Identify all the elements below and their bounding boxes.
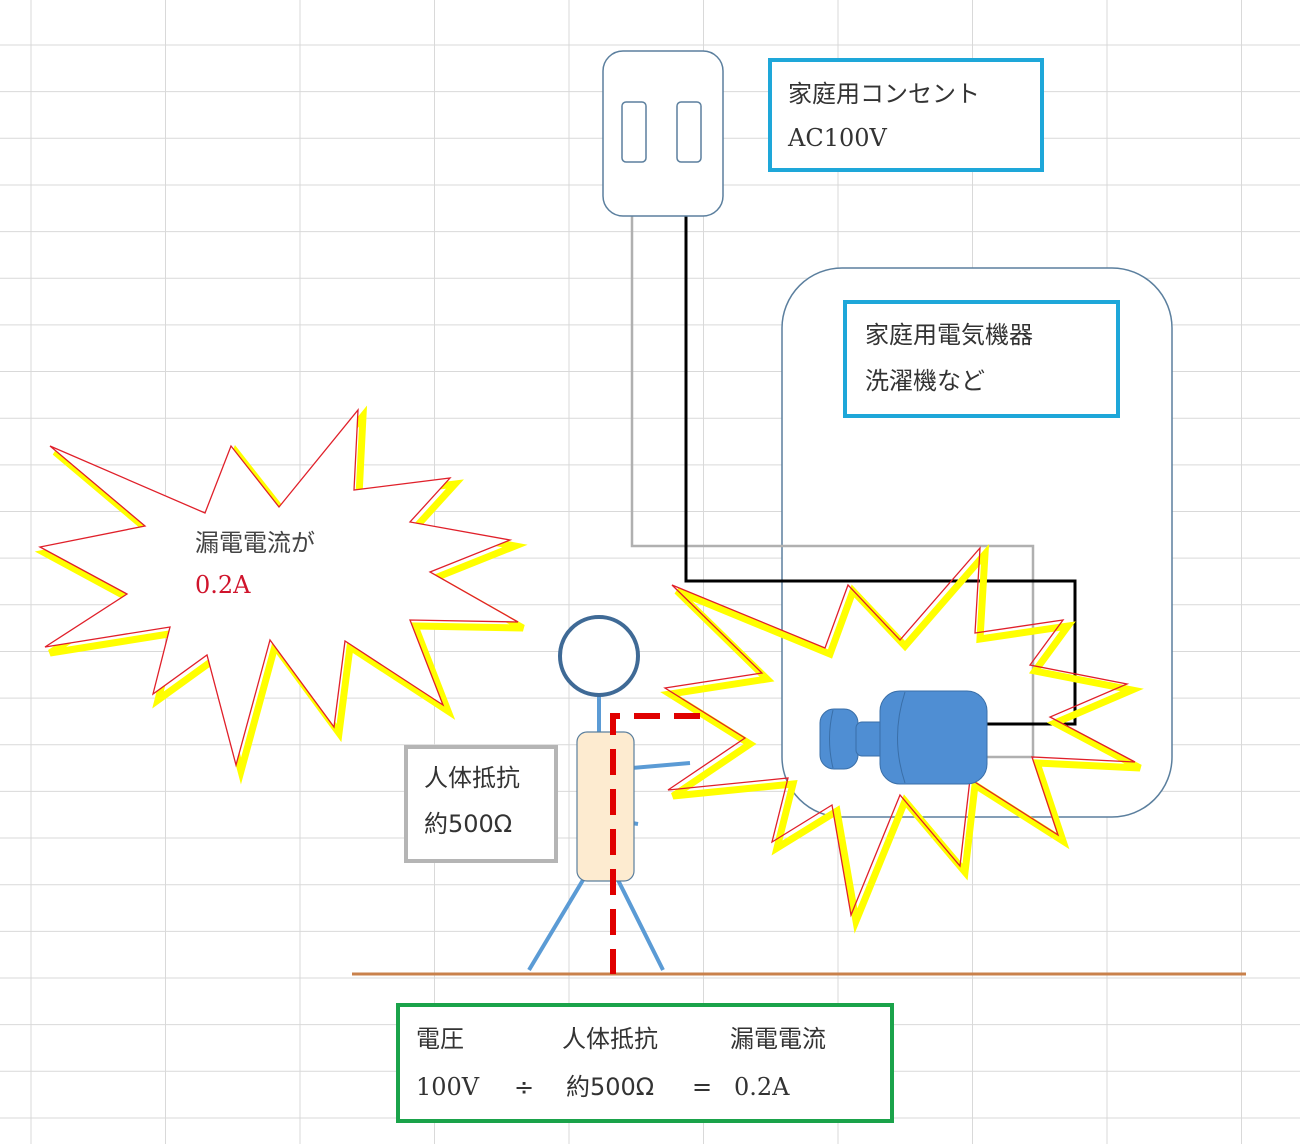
motor-spark-burst <box>660 543 1144 934</box>
formula-header-resistance: 人体抵抗 <box>562 1025 658 1053</box>
leg-left <box>527 878 585 972</box>
outlet-slot-right <box>676 101 702 163</box>
outlet-label: 家庭用コンセント AC100V <box>768 58 1044 172</box>
leak-current-text: 漏電電流が <box>195 529 315 557</box>
formula-current: 0.2A <box>734 1073 790 1101</box>
outlet-title: 家庭用コンセント <box>788 80 980 108</box>
formula-header-current: 漏電電流 <box>730 1025 826 1053</box>
body-resistance-label: 人体抵抗 約500Ω <box>404 745 558 863</box>
neutral-wire <box>630 162 1035 759</box>
head <box>558 615 640 697</box>
person-figure <box>527 615 691 972</box>
appliance-title: 家庭用電気機器 <box>865 321 1033 349</box>
torso <box>576 731 635 882</box>
formula-resistance: 約500Ω <box>566 1073 655 1101</box>
leak-burst-outline <box>38 408 519 768</box>
outlet-slot-left <box>621 101 647 163</box>
motor-burst-outline <box>663 546 1136 918</box>
outlet-voltage: AC100V <box>788 124 887 152</box>
body-resistance-value: 約500Ω <box>424 810 513 838</box>
arm-right <box>631 761 691 770</box>
leak-current-burst <box>34 405 528 785</box>
formula-divide-sign: ÷ <box>514 1073 535 1101</box>
motor-burst-glow <box>660 543 1144 934</box>
leak-current-label: 漏電電流が 0.2A <box>195 522 315 606</box>
formula-header-row: 電圧 人体抵抗 漏電電流 <box>416 1015 890 1063</box>
body-resistance-title: 人体抵抗 <box>424 764 520 792</box>
formula-header-voltage: 電圧 <box>416 1025 464 1053</box>
formula-box: 電圧 人体抵抗 漏電電流 100V ÷ 約500Ω = 0.2A <box>396 1003 894 1123</box>
appliance-label: 家庭用電気機器 洗濯機など <box>843 300 1120 418</box>
formula-voltage: 100V <box>416 1073 480 1101</box>
appliance-example: 洗濯機など <box>865 367 985 395</box>
motor-icon <box>819 690 988 785</box>
formula-equals-sign: = <box>692 1073 713 1101</box>
leg-right <box>616 879 665 971</box>
leak-current-path <box>610 713 700 974</box>
live-wire <box>684 162 1077 726</box>
formula-value-row: 100V ÷ 約500Ω = 0.2A <box>416 1063 890 1111</box>
wall-outlet-icon <box>602 50 724 217</box>
leak-current-value: 0.2A <box>195 571 251 599</box>
